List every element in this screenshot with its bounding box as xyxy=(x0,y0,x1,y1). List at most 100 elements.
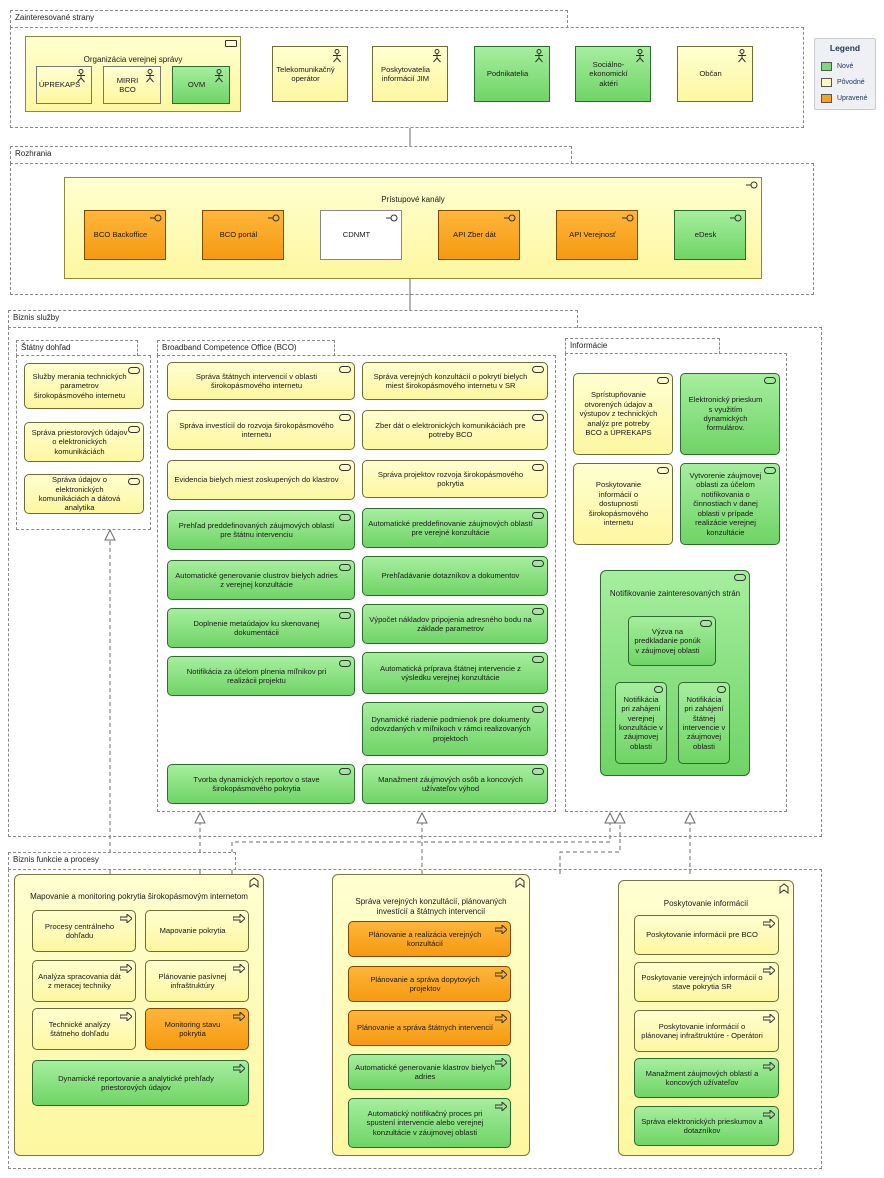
iface-edesk: eDesk xyxy=(674,210,746,260)
svc-label: Automatická príprava štátnej intervencie… xyxy=(380,663,521,682)
org-title: Organizácia verejnej správy xyxy=(83,55,183,64)
svc-bco-right-9: Manažment záujmových osôb a koncových už… xyxy=(362,764,548,804)
service-icon xyxy=(128,478,140,485)
svc-label: Automatické preddefinovanie záujmových o… xyxy=(368,518,533,537)
svc-label: Prehľad preddefinovaných záujmových obla… xyxy=(178,520,335,539)
proc-mapovanie-7: Dynamické reportovanie a analytické preh… xyxy=(32,1060,249,1106)
service-icon xyxy=(532,608,544,615)
legend-label: Pôvodné xyxy=(837,78,865,86)
svc-bco-right-2: Zber dát o elektronických komunikáciách … xyxy=(362,410,548,450)
org-member-ovm: OVM xyxy=(172,66,230,104)
legend-label: Upravené xyxy=(837,94,868,102)
iface-bco-portal: BCO portál xyxy=(202,210,284,260)
svc-dohlad-1: Služby merania technických parametrov ši… xyxy=(24,363,144,409)
svc-label: Notifikácia pri zahájení verejnej konzul… xyxy=(619,694,663,751)
interface-icon xyxy=(622,214,634,222)
iface-label: eDesk xyxy=(694,230,717,240)
proc-label: Plánovanie a realizácia verejných konzul… xyxy=(368,929,482,948)
svc-bco-left-1: Správa štátnych intervencií v oblasti ši… xyxy=(167,362,355,400)
iface-label: CDNMT xyxy=(342,230,371,240)
dohlad-group xyxy=(16,355,151,530)
process-icon xyxy=(763,1062,775,1071)
svc-notif-intervencia: Notifikácia pri zahájení štátnej interve… xyxy=(678,682,730,764)
proc-label: Analýza spracovania dát z meracej techni… xyxy=(38,971,121,990)
svc-bco-left-2: Správa investícií do rozvoja širokopásmo… xyxy=(167,410,355,450)
proc-sprava-2: Plánovanie a správa dopytových projektov xyxy=(348,966,511,1002)
service-icon xyxy=(339,514,351,521)
service-icon xyxy=(532,366,544,373)
notif-title: Notifikovanie zainteresovaných strán xyxy=(609,589,741,598)
pristupove-kanaly-title: Prístupové kanály xyxy=(381,195,445,204)
interface-icon xyxy=(268,214,280,222)
processes-tab: Biznis funkcie a procesy xyxy=(8,852,236,870)
iface-cdnmt: CDNMT xyxy=(320,210,402,260)
proc-label: Poskytovanie informácií pre BCO xyxy=(646,930,758,940)
actor-poskytovatelia-jim: Poskytovatelia informácií JIM xyxy=(372,46,448,102)
org-member-label: MIRRI BCO xyxy=(116,75,139,94)
svc-info-4: Vytvorenie záujmovej oblasti za účelom n… xyxy=(680,463,780,545)
service-icon xyxy=(339,768,351,775)
actor-label: Podnikatelia xyxy=(486,69,529,79)
svc-info-3: Poskytovanie informácií o dostupnosti ši… xyxy=(573,463,673,545)
process-icon xyxy=(233,964,245,973)
svc-label: Evidencia bielych miest zoskupených do k… xyxy=(174,475,339,485)
stakeholders-tab: Zainteresované strany xyxy=(10,10,568,28)
interface-icon xyxy=(386,214,398,222)
svc-label: Prehľadávanie dotazníkov a dokumentov xyxy=(381,571,520,581)
service-icon xyxy=(654,686,663,693)
service-icon xyxy=(532,464,544,471)
svc-bco-left-3: Evidencia bielych miest zoskupených do k… xyxy=(167,460,355,500)
interface-icon xyxy=(150,214,162,222)
actor-label: Telekomunikačný operátor xyxy=(276,64,335,83)
svc-label: Zber dát o elektronických komunikáciách … xyxy=(375,420,526,439)
fn-mapovanie-title: Mapovanie a monitoring pokrytia širokopá… xyxy=(30,892,248,901)
legend-item-povodne: Pôvodné xyxy=(821,77,865,87)
proc-mapovanie-1: Procesy centrálneho dohľadu xyxy=(32,910,136,952)
legend-swatch xyxy=(821,93,832,103)
svc-label: Automatické generovanie clustrov bielych… xyxy=(175,570,338,589)
svc-label: Sprístupňovanie otvorených údajov a výst… xyxy=(579,390,658,438)
interface-icon xyxy=(730,214,742,222)
process-icon xyxy=(495,1102,507,1111)
service-icon xyxy=(339,464,351,471)
proc-label: Manažment záujmových oblastí a koncových… xyxy=(645,1068,759,1087)
legend: Legend Nové Pôvodné Upravené xyxy=(814,38,876,110)
legend-item-upravene: Upravené xyxy=(821,93,867,103)
proc-label: Poskytovanie informácií o plánovanej inf… xyxy=(641,1021,763,1040)
svc-notif-vyzva: Výzva na predkladanie ponúk v záujmovej … xyxy=(628,616,716,666)
process-icon xyxy=(495,925,507,934)
service-icon xyxy=(128,367,140,374)
function-icon xyxy=(249,877,259,888)
process-icon xyxy=(495,1058,507,1067)
actor-icon xyxy=(333,49,341,63)
services-label: Biznis služby xyxy=(13,313,60,322)
org-member-uprekaps: ÚPREKAPS xyxy=(36,66,92,104)
actor-icon xyxy=(738,49,746,63)
svc-label: Správa údajov o elektronických komunikác… xyxy=(38,475,121,513)
service-icon xyxy=(532,656,544,663)
iface-label: BCO portál xyxy=(219,230,258,240)
svc-label: Doplnenie metaúdajov ku skenovanej dokum… xyxy=(193,618,320,637)
process-icon xyxy=(233,914,245,923)
svc-bco-right-4: Automatické preddefinovanie záujmových o… xyxy=(362,508,548,548)
org-member-label: ÚPREKAPS xyxy=(38,80,81,90)
actor-icon xyxy=(77,69,85,83)
bco-label: Broadband Competence Office (BCO) xyxy=(162,343,297,352)
org-verejnej-spravy: Organizácia verejnej správy ÚPREKAPS MIR… xyxy=(25,36,241,112)
service-icon xyxy=(339,612,351,619)
svc-bco-right-1: Správa verejných konzultácií o pokrytí b… xyxy=(362,362,548,400)
legend-item-nove: Nové xyxy=(821,61,853,71)
services-tab: Biznis služby xyxy=(8,310,578,328)
bco-tab: Broadband Competence Office (BCO) xyxy=(157,340,335,356)
proc-poskytovanie-5: Správa elektronických prieskumov a dotaz… xyxy=(634,1106,779,1146)
fn-poskytovanie-title: Poskytovanie informácií xyxy=(663,899,749,908)
proc-label: Mapovanie pokrytia xyxy=(159,926,226,936)
service-icon xyxy=(657,467,669,474)
actor-label: Občan xyxy=(699,69,722,79)
interfaces-group xyxy=(10,163,814,295)
actor-label: Sociálno-ekonomickí aktéri xyxy=(589,59,628,88)
process-icon xyxy=(120,1012,132,1021)
process-icon xyxy=(495,970,507,979)
proc-label: Automatický notifikačný proces pri spust… xyxy=(366,1108,484,1137)
proc-label: Procesy centrálneho dohľadu xyxy=(44,921,115,940)
